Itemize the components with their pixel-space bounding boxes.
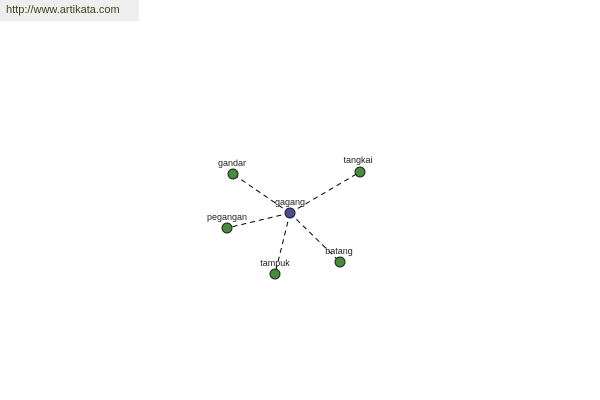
edge-gagang-gandar xyxy=(232,173,291,214)
node-tangkai[interactable] xyxy=(354,166,366,178)
node-gagang[interactable] xyxy=(284,207,296,219)
node-gandar[interactable] xyxy=(227,168,239,180)
node-label-pegangan[interactable]: pegangan xyxy=(207,212,247,222)
node-pegangan[interactable] xyxy=(221,222,233,234)
node-batang[interactable] xyxy=(334,256,346,268)
edge-gagang-pegangan xyxy=(226,212,291,229)
node-label-gagang[interactable]: gagang xyxy=(275,197,305,207)
edge-gagang-tangkai xyxy=(289,171,361,214)
site-url-link[interactable]: http://www.artikata.com xyxy=(0,0,139,21)
edge-gagang-batang xyxy=(289,212,341,263)
nodes-layer xyxy=(221,166,366,280)
edges-layer xyxy=(226,171,361,275)
node-label-batang[interactable]: batang xyxy=(325,246,353,256)
node-label-tangkai[interactable]: tangkai xyxy=(343,155,372,165)
node-tampuk[interactable] xyxy=(269,268,281,280)
node-label-gandar[interactable]: gandar xyxy=(218,158,246,168)
node-label-tampuk[interactable]: tampuk xyxy=(260,258,290,268)
labels-layer: gandar tangkai pegangan tampuk batang gagang xyxy=(207,155,373,268)
edge-gagang-tampuk xyxy=(274,212,291,275)
